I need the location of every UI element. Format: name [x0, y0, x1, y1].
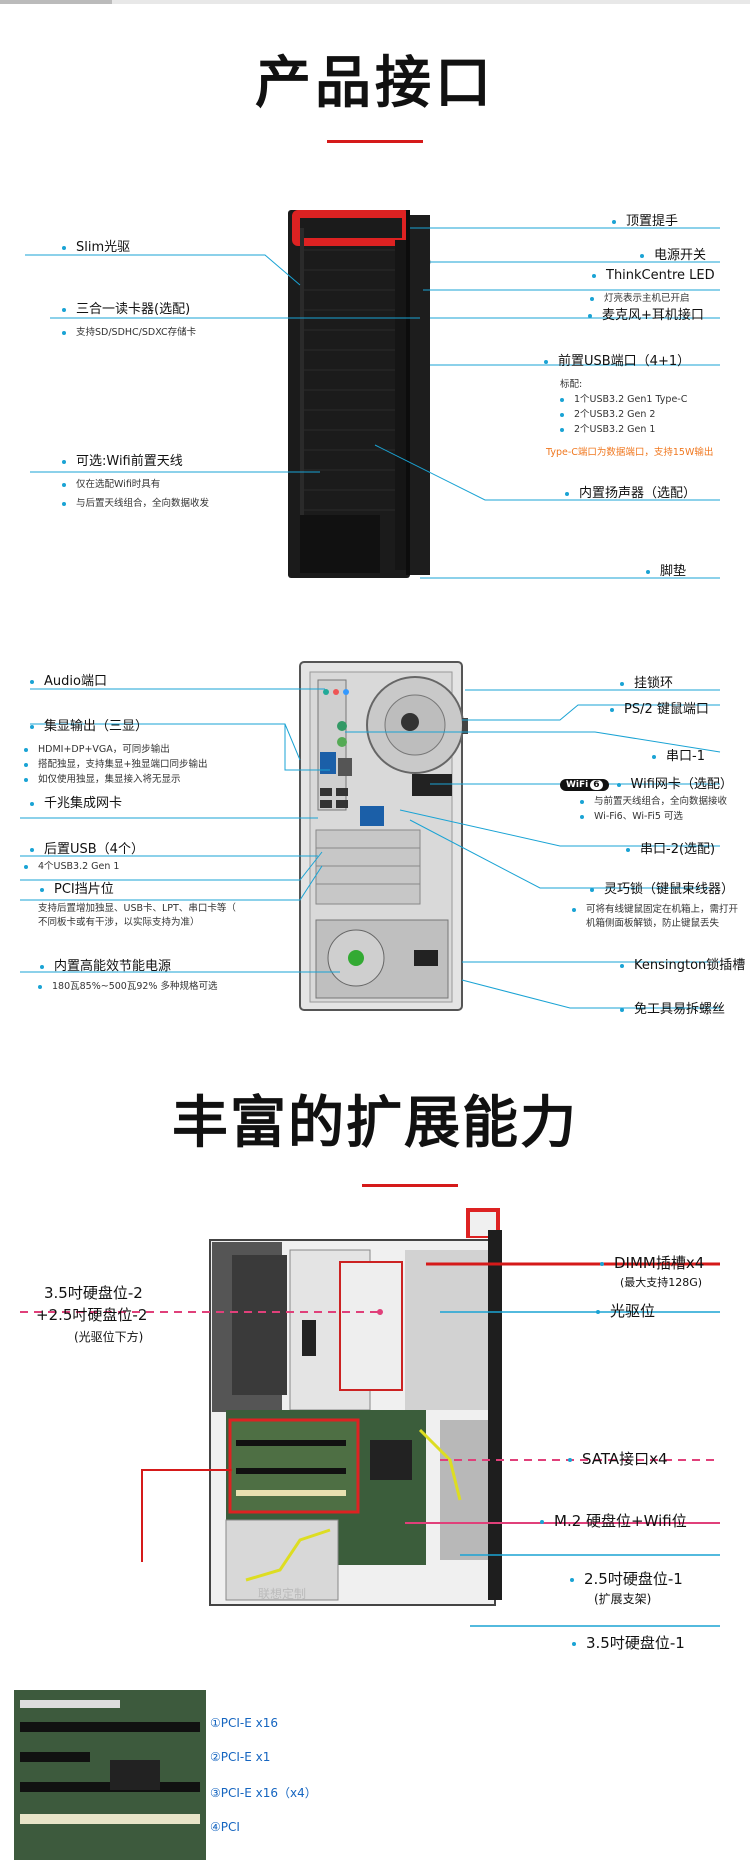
label-serial-1: 串口-1 — [652, 745, 705, 764]
note-pci-1: 支持后置增加独显、USB卡、LPT、串口卡等（ — [38, 903, 236, 914]
rear-tower-illustration — [299, 661, 468, 1011]
label-pci-bracket: PCI挡片位 — [40, 878, 114, 897]
label-display-out: 集显输出（三显） — [30, 715, 148, 734]
interior-illustration — [209, 1208, 502, 1606]
note-usb-standard: 标配: — [560, 379, 583, 390]
label-optical-bay: 光驱位 — [596, 1300, 655, 1321]
top-strip-accent — [0, 0, 112, 4]
label-toolless-screw: 免工具易拆螺丝 — [620, 998, 725, 1017]
note-cable-lock-2: 机箱侧面板解锁，防止键鼠丢失 — [586, 918, 720, 929]
label-rear-usb: 后置USB（4个） — [30, 838, 144, 857]
note-usb-2: 2个USB3.2 Gen 2 — [560, 408, 655, 422]
note-usb-1: 1个USB3.2 Gen1 Type-C — [560, 393, 687, 407]
slot-pci: ④PCI — [210, 1820, 240, 1834]
note-dimm: (最大支持128G) — [620, 1276, 703, 1289]
label-psu: 内置高能效节能电源 — [40, 955, 171, 974]
top-strip — [0, 0, 750, 4]
note-wifi-card-1: 与前置天线组合，全向数据接收 — [580, 795, 727, 809]
label-wifi-antenna: 可选:Wifi前置天线 — [62, 450, 183, 469]
watermark: 联想定制 — [258, 1587, 307, 1601]
note-display-2: 搭配独显，支持集显+独显端口同步输出 — [24, 758, 207, 772]
label-front-usb: 前置USB端口（4+1） — [544, 350, 690, 369]
note-led: 灯亮表示主机已开启 — [590, 292, 690, 306]
label-cable-lock: 灵巧锁（键鼠束线器） — [590, 878, 734, 897]
leader-lines-rear — [20, 688, 721, 1009]
label-hdd-bay-2c: (光驱位下方) — [74, 1330, 144, 1344]
note-wifi-card-2: Wi-Fi6、Wi-Fi5 可选 — [580, 810, 683, 824]
label-speaker: 内置扬声器（选配） — [565, 482, 696, 501]
note-ssd-bay: (扩展支架) — [594, 1592, 652, 1606]
label-hdd-bay-2b: +2.5吋硬盘位-2 — [36, 1306, 148, 1324]
note-wifi-antenna-2: 与后置天线组合，全向数据收发 — [62, 497, 209, 511]
section-title-interfaces: 产品接口 — [255, 51, 495, 116]
label-power-switch: 电源开关 — [640, 244, 706, 263]
note-pci-2: 不同板卡或有干涉，以实际支持为准） — [38, 917, 200, 928]
front-tower-illustration — [288, 210, 431, 578]
note-cable-lock-1: 可将有线键鼠固定在机箱上，需打开 — [572, 903, 738, 917]
title-underline-2 — [362, 1184, 458, 1187]
section-title-expansion: 丰富的扩展能力 — [172, 1091, 578, 1156]
label-lan: 千兆集成网卡 — [30, 792, 122, 811]
note-psu: 180瓦85%~500瓦92% 多种规格可选 — [38, 980, 217, 994]
label-mic-headphone: 麦克风+耳机接口 — [588, 304, 704, 323]
note-display-3: 如仅使用独显，集显接入将无显示 — [24, 773, 181, 787]
slot-pcie-x16: ①PCI-E x16 — [210, 1716, 279, 1730]
note-rear-usb: 4个USB3.2 Gen 1 — [24, 860, 119, 874]
note-card-reader: 支持SD/SDHC/SDXC存储卡 — [62, 326, 196, 340]
slot-board-photo — [14, 1690, 206, 1860]
label-kensington: Kensington锁插槽 — [620, 954, 745, 973]
label-dimm: DIMM插槽x4 — [600, 1252, 704, 1273]
title-underline — [327, 140, 423, 143]
label-top-handle: 顶置提手 — [612, 210, 678, 229]
note-typec: Type-C端口为数据端口，支持15W输出 — [546, 447, 714, 458]
note-display-1: HDMI+DP+VGA，可同步输出 — [24, 743, 170, 757]
label-serial-2: 串口-2(选配) — [626, 838, 715, 857]
label-lock-ring: 挂锁环 — [620, 672, 673, 691]
label-ssd-bay: 2.5吋硬盘位-1 — [570, 1568, 683, 1589]
label-audio-port: Audio端口 — [30, 670, 107, 689]
label-hdd-bay-2a: 3.5吋硬盘位-2 — [44, 1284, 143, 1302]
label-sata: SATA接口x4 — [568, 1448, 668, 1469]
label-slim-drive: Slim光驱 — [62, 236, 130, 255]
note-usb-3: 2个USB3.2 Gen 1 — [560, 423, 655, 437]
note-wifi-antenna-1: 仅在选配Wifi时具有 — [62, 478, 160, 492]
leader-lines-expansion — [20, 1262, 720, 1627]
label-feet: 脚垫 — [646, 560, 686, 579]
label-card-reader: 三合一读卡器(选配) — [62, 298, 190, 317]
slot-pcie-x16-x4: ③PCI-E x16（x4） — [210, 1786, 317, 1800]
slot-pcie-x1: ②PCI-E x1 — [210, 1750, 271, 1764]
label-hdd-bay-1: 3.5吋硬盘位-1 — [572, 1632, 685, 1653]
leader-lines-front — [25, 227, 720, 579]
label-led: ThinkCentre LED — [592, 268, 715, 283]
label-ps2: PS/2 键鼠端口 — [610, 698, 709, 717]
label-m2: M.2 硬盘位+Wifi位 — [540, 1510, 687, 1531]
